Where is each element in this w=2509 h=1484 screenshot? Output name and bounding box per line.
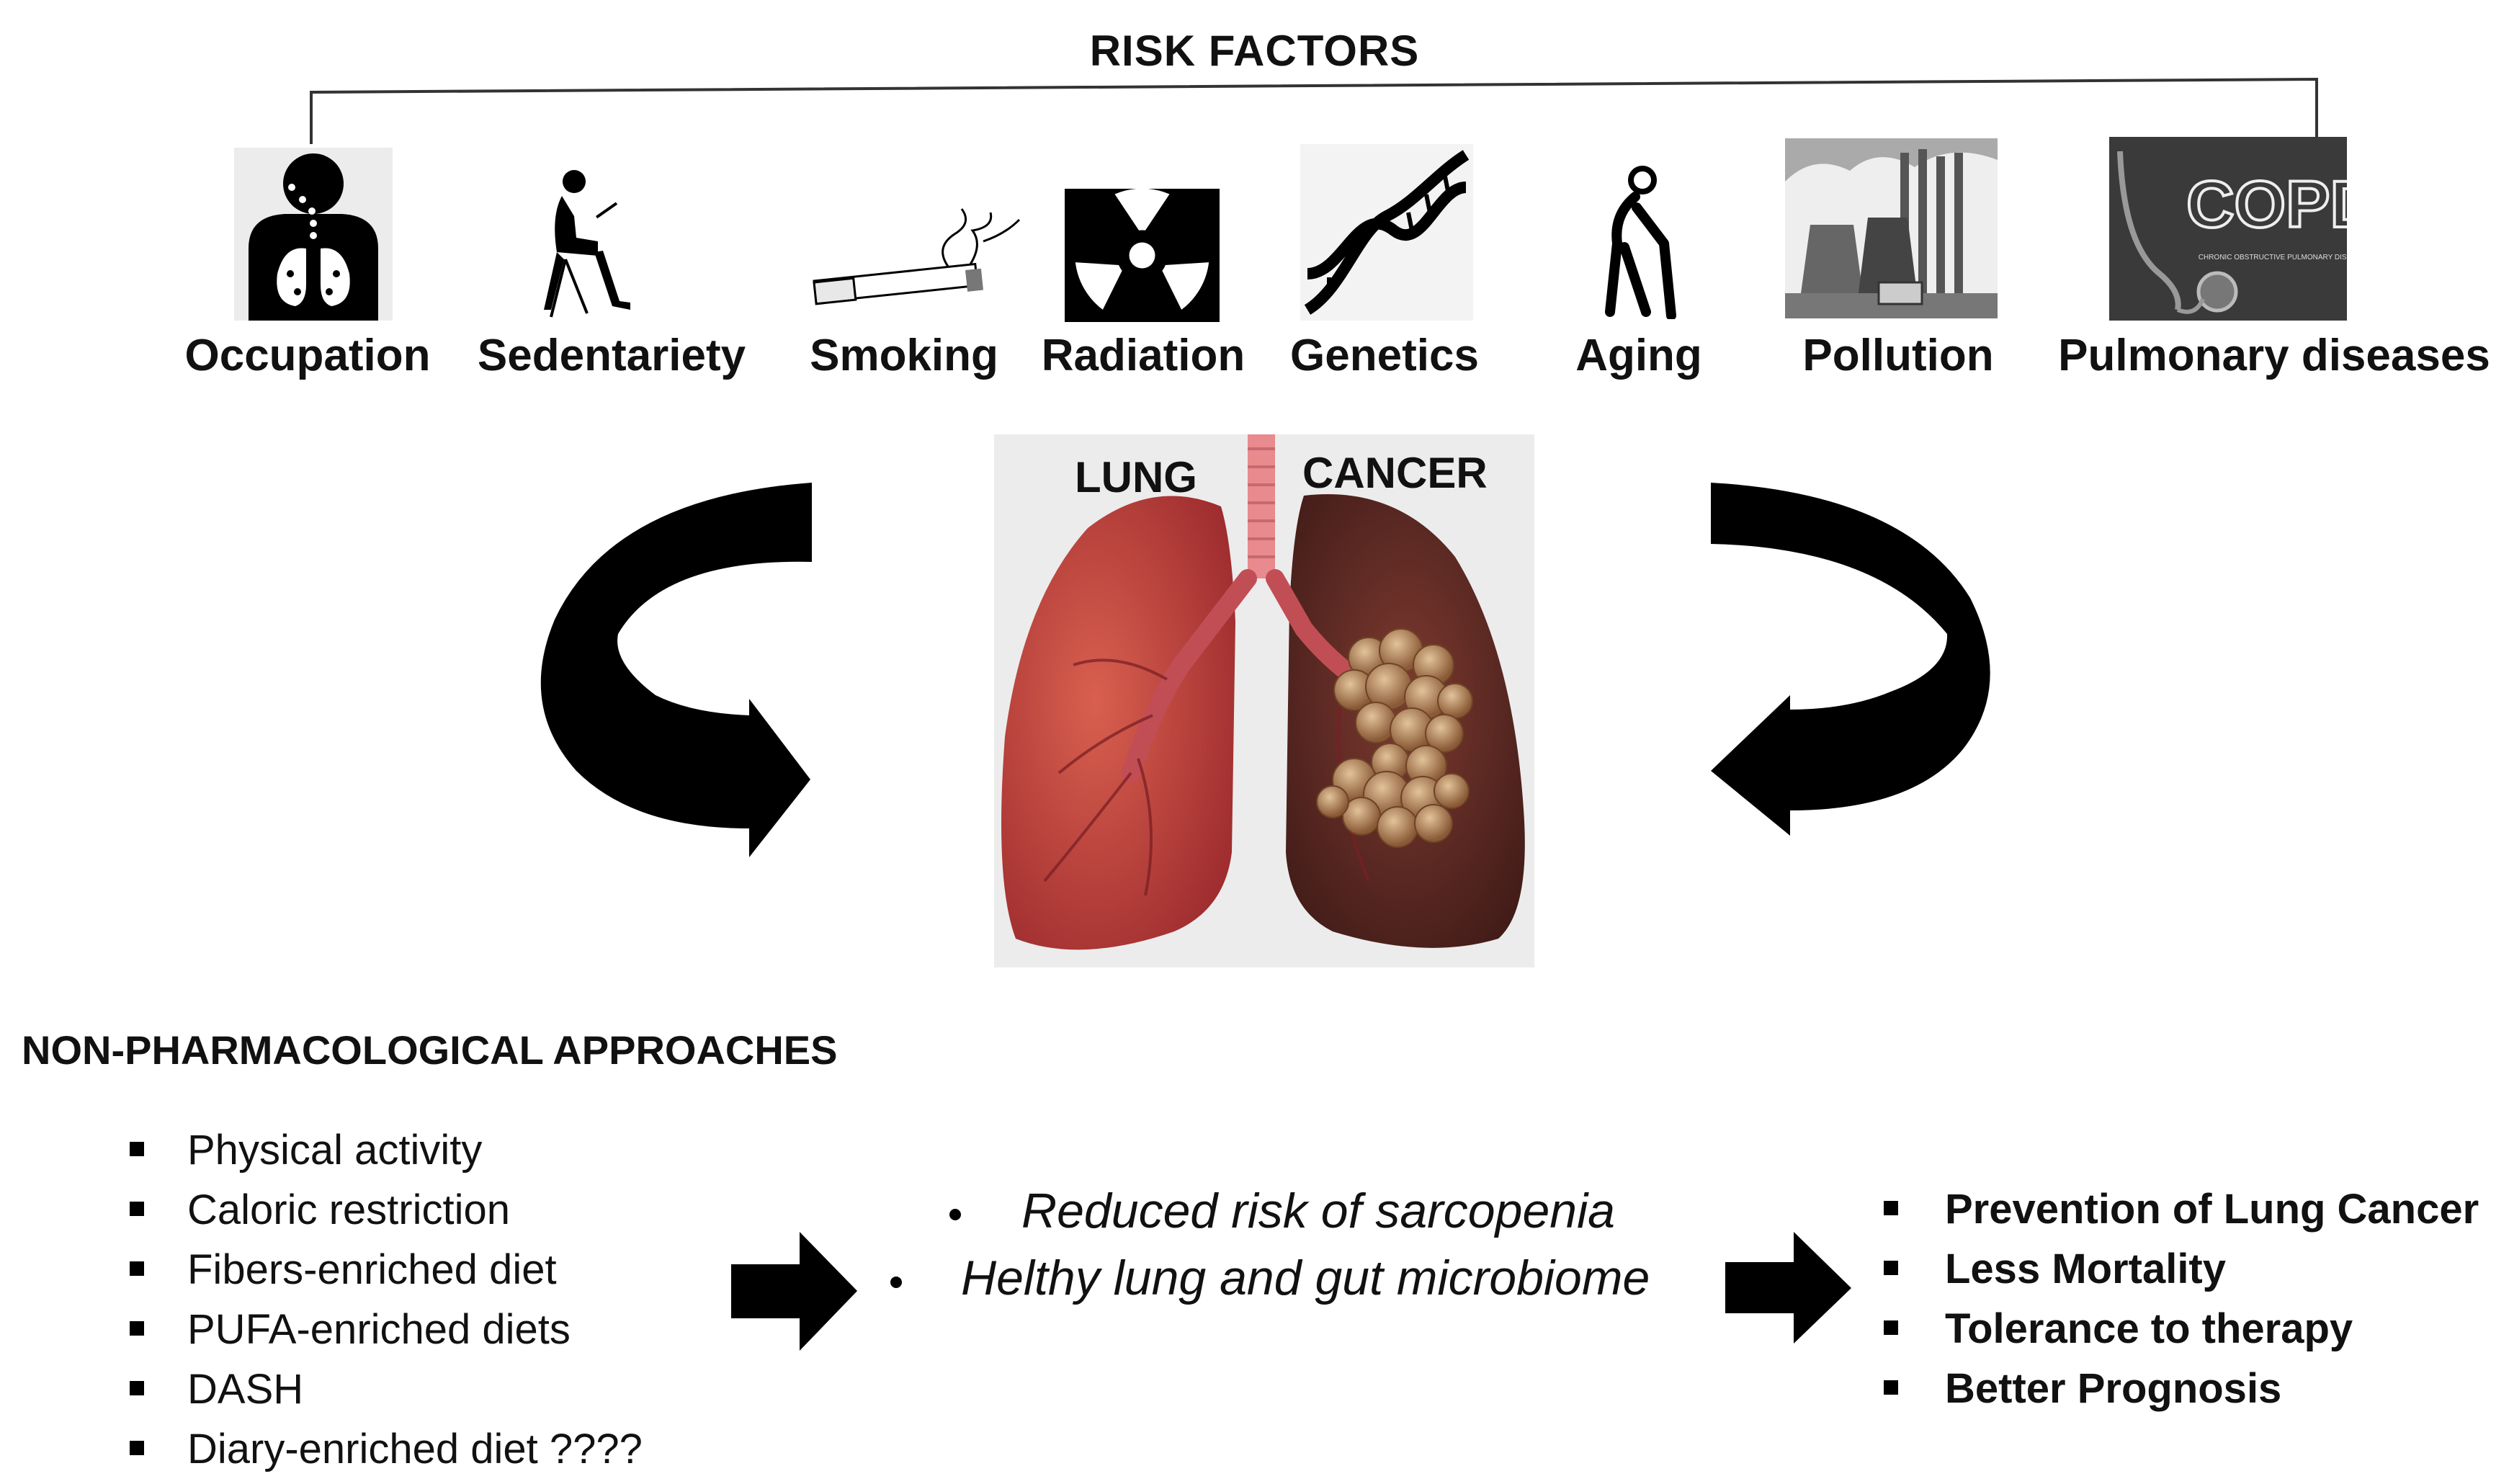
list-item: Physical activity bbox=[130, 1120, 643, 1180]
risk-factor-label-sedentariety: Sedentariety bbox=[477, 331, 746, 380]
effect-item: Helthy lung and gut microbiome bbox=[961, 1251, 1650, 1305]
risk-factor-label-pollution: Pollution bbox=[1802, 331, 1994, 380]
cancer-label: CANCER bbox=[1302, 449, 1488, 497]
list-item: DASH bbox=[130, 1359, 643, 1419]
list-item: Less Mortality bbox=[1884, 1239, 2479, 1299]
lung-label: LUNG bbox=[1075, 453, 1197, 501]
risk-factor-label-smoking: Smoking bbox=[810, 331, 998, 380]
bullet-dot bbox=[949, 1209, 961, 1220]
dna-icon bbox=[1300, 144, 1473, 321]
block-arrow-1 bbox=[731, 1232, 857, 1351]
list-item: PUFA-enriched diets bbox=[130, 1300, 643, 1359]
effect-item: Reduced risk of sarcopenia bbox=[1021, 1184, 1616, 1238]
curved-arrow-left bbox=[540, 483, 812, 857]
radiation-icon bbox=[1065, 189, 1220, 322]
approaches-list: Physical activity Caloric restriction Fi… bbox=[130, 1120, 643, 1479]
approaches-title: NON-PHARMACOLOGICAL APPROACHES bbox=[22, 1027, 838, 1073]
bullet-dot bbox=[890, 1277, 902, 1288]
copd-text: COPD bbox=[2186, 168, 2347, 241]
risk-factor-label-genetics: Genetics bbox=[1290, 331, 1479, 380]
risk-factor-label-aging: Aging bbox=[1575, 331, 1702, 380]
risk-factors-bracket bbox=[310, 77, 2318, 144]
cigarette-icon bbox=[813, 208, 1021, 305]
copd-stethoscope-icon: COPD CHRONIC OBSTRUCTIVE PULMONARY DISEA… bbox=[2109, 137, 2347, 321]
lungs-illustration bbox=[994, 434, 1534, 967]
risk-factor-label-radiation: Radiation bbox=[1041, 331, 1245, 380]
person-lungs-icon bbox=[234, 148, 393, 321]
risk-factors-title: RISK FACTORS bbox=[1089, 27, 1420, 75]
list-item: Diary-enriched diet ???? bbox=[130, 1419, 643, 1479]
block-arrow-2 bbox=[1725, 1232, 1851, 1344]
list-item: Prevention of Lung Cancer bbox=[1884, 1179, 2479, 1239]
sitting-person-laptop-icon bbox=[544, 170, 630, 318]
list-item: Fibers-enriched diet bbox=[130, 1240, 643, 1300]
list-item: Better Prognosis bbox=[1884, 1359, 2479, 1418]
curved-arrow-right bbox=[1711, 483, 1990, 836]
list-item: Tolerance to therapy bbox=[1884, 1299, 2479, 1359]
risk-factor-label-occupation: Occupation bbox=[184, 331, 431, 380]
factory-smoke-icon bbox=[1785, 138, 1998, 318]
outcomes-list: Prevention of Lung Cancer Less Mortality… bbox=[1884, 1179, 2479, 1418]
elderly-person-cane-icon bbox=[1605, 166, 1676, 319]
list-item: Caloric restriction bbox=[130, 1180, 643, 1240]
copd-subtext: CHRONIC OBSTRUCTIVE PULMONARY DISEASE bbox=[2199, 254, 2347, 262]
risk-factor-label-pulmonary-diseases: Pulmonary diseases bbox=[2058, 331, 2490, 380]
